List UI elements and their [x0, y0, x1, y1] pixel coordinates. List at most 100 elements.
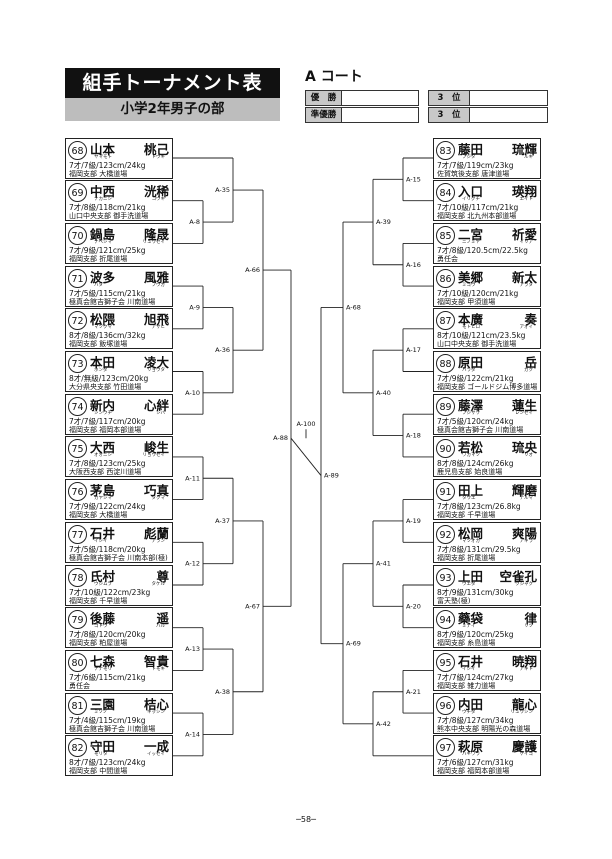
- player-name: 美郷 新太: [458, 267, 537, 286]
- player-surname: 原田: [458, 355, 484, 370]
- player-stats: 7才/6級/127cm/31kg: [437, 758, 514, 768]
- player-stats: 7才/8級/118cm/21kg: [69, 203, 146, 213]
- match-label: A-20: [406, 602, 421, 610]
- player-name: 新内心絆: [90, 395, 169, 414]
- player-kana: モリタイッセイ: [90, 751, 169, 757]
- seed-number: 70: [68, 225, 87, 245]
- player-name: 萩原慶護: [458, 736, 537, 755]
- match-label: A-9: [189, 303, 200, 311]
- player-given-name: 律: [524, 611, 537, 627]
- player-given-name: 桃己: [143, 141, 169, 157]
- player-given-name: 心絆: [143, 397, 169, 413]
- match-label: A-21: [406, 688, 421, 696]
- bracket-line: [290, 437, 322, 476]
- kana-surname: フジタ: [462, 154, 476, 160]
- runner-up-label: 準優勝: [306, 108, 342, 122]
- player-kana: ヤマモトトウキ: [90, 154, 169, 160]
- match-label: A-12: [185, 560, 200, 568]
- player-stats: 7才/5級/118cm/20kg: [69, 544, 146, 554]
- kana-given: タクマ: [151, 496, 166, 502]
- player-kana: ミナイリツ: [458, 623, 537, 629]
- player-kana: ウチダリュウシン: [458, 709, 537, 715]
- player-stats: 7才/7級/119cm/23kg: [437, 160, 514, 170]
- player-name: 三園桔心: [90, 694, 169, 713]
- player-name: 藤澤蓮生: [458, 395, 537, 414]
- player-name: 藤田琉輝: [458, 139, 537, 158]
- match-label: A-42: [376, 720, 391, 728]
- match-label: A-100: [296, 420, 315, 428]
- player-name: 本田凌大: [90, 352, 169, 371]
- player-given-name: 新太: [511, 269, 537, 285]
- kana-given: リオ: [524, 453, 533, 459]
- third-label-1: 3 位: [429, 91, 470, 105]
- kana-given: ハル: [156, 624, 165, 630]
- player-surname: 守田: [90, 739, 116, 755]
- player-club: 極真会館吉獅子会 川南道場: [69, 297, 156, 306]
- player-club: 大分県央支部 竹田道場: [69, 383, 142, 391]
- player-kana: マツオカアキラ: [458, 538, 537, 544]
- player-stats: 7才/8級/120.5cm/22.5kg: [437, 245, 528, 255]
- player-stats: 7才/10級/120cm/21kg: [437, 288, 519, 298]
- match-label: A-40: [376, 389, 391, 397]
- player-given-name: 龍心: [511, 696, 537, 712]
- kana-given: コウキ: [151, 197, 165, 203]
- kana-surname: ハギワラ: [462, 752, 480, 758]
- player-name: 七森智貴: [90, 651, 169, 670]
- player-name: 本廣奏: [458, 309, 537, 328]
- match-label: A-8: [189, 218, 200, 226]
- player-surname: 氏村: [90, 568, 116, 584]
- kana-surname: オオニシ: [94, 453, 112, 459]
- kana-surname: ホンダ: [94, 368, 108, 373]
- kana-surname: ウジムラ: [94, 581, 112, 587]
- match-label: A-66: [245, 266, 260, 274]
- kana-surname: ナナモリ: [94, 666, 112, 672]
- player-name: 山本桃己: [90, 139, 169, 158]
- player-kana: ゴトウ ハル: [90, 623, 169, 629]
- kana-given: ルキ: [524, 154, 533, 160]
- kana-surname: ゴトウ: [94, 624, 108, 630]
- kana-given: レンセイ: [515, 410, 533, 416]
- player-surname: 美郷: [458, 269, 484, 285]
- player-club: 山口中央支部 御手洗道場: [437, 340, 517, 349]
- match-label: A-41: [376, 560, 391, 568]
- player-stats: 7才/8級/123cm/26.8kg: [437, 502, 521, 512]
- player-name: 守田一成: [90, 736, 169, 755]
- match-label: A-89: [324, 472, 339, 480]
- seed-number: 85: [436, 225, 455, 245]
- player-given-name: 爽陽: [511, 525, 537, 541]
- player-kana: カヤシマタクマ: [90, 495, 169, 501]
- player-stats: 7才/9級/121cm/25kg: [69, 245, 146, 255]
- kana-given: アラン: [151, 538, 166, 544]
- player-club: 福岡支部 糸島道場: [437, 639, 496, 648]
- kana-given: ケイゴ: [519, 752, 533, 758]
- division-subtitle: 小学2年男子の部: [65, 98, 280, 121]
- player-club: 福岡支部 粕屋道場: [69, 639, 128, 648]
- seed-number: 92: [436, 524, 455, 544]
- kana-given: テルマ: [519, 496, 534, 502]
- seed-number: 93: [436, 567, 455, 587]
- player-given-name: 琉央: [511, 440, 537, 456]
- player-given-name: 遥: [156, 611, 169, 627]
- winner-box: 優 勝: [305, 90, 419, 106]
- player-stats: 7才/10級/117cm/21kg: [437, 203, 519, 213]
- match-label: A-39: [376, 218, 391, 226]
- player-club: 福岡支部 大橋道場: [69, 169, 128, 178]
- kana-given: アキト: [519, 666, 534, 672]
- player-stats: 8才/8級/124cm/26kg: [437, 459, 514, 469]
- player-surname: 萩原: [458, 739, 484, 755]
- player-kana: イシイアラン: [90, 538, 169, 544]
- seed-number: 96: [436, 695, 455, 715]
